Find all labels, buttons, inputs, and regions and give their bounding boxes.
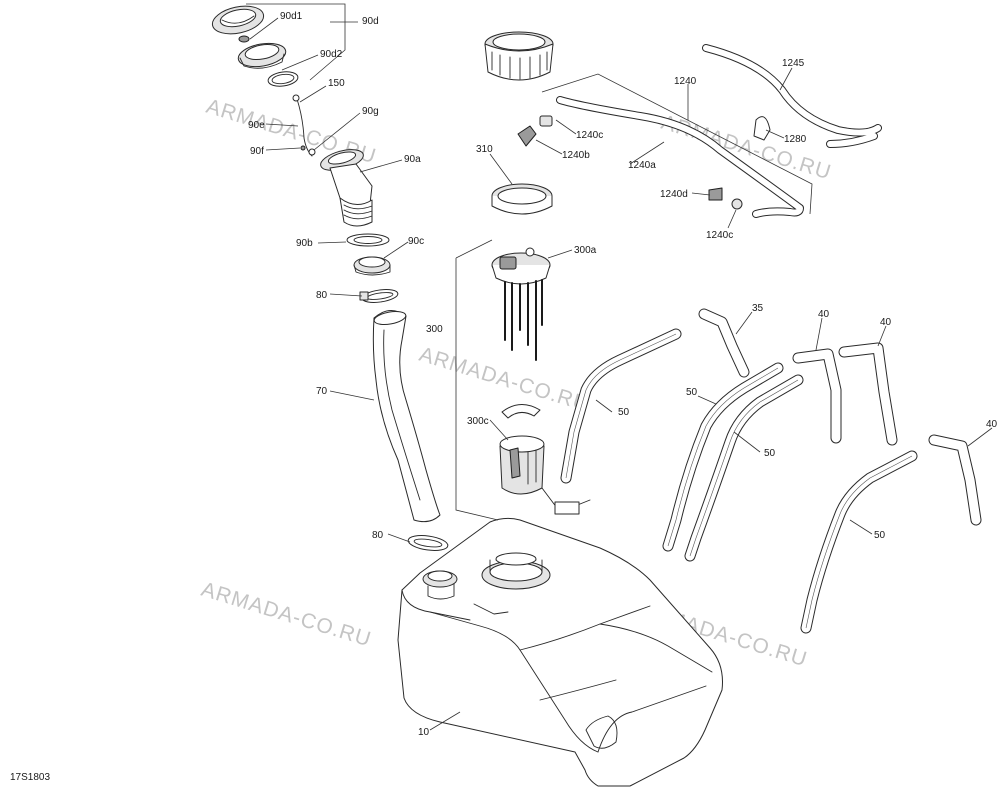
label-90d1: 90d1 — [280, 11, 303, 22]
label-300: 300 — [426, 324, 443, 335]
strap-50-c — [684, 374, 804, 562]
cap-90d2 — [237, 42, 299, 87]
fuel-cap-group — [211, 3, 449, 551]
strap-50-d — [800, 450, 918, 634]
strap-40-left — [792, 348, 842, 444]
label-1280: 1280 — [784, 134, 807, 145]
strap-40-right — [838, 342, 898, 446]
watermark-3: ARMADA-CO.RU — [417, 343, 593, 417]
watermark-4: ARMADA-CO.RU — [199, 578, 375, 652]
strap-50-b — [662, 362, 784, 552]
tether-150 — [292, 94, 316, 157]
pump-module-300c — [499, 404, 591, 515]
filler-neck-90a — [320, 149, 373, 227]
label-10: 10 — [418, 727, 430, 738]
label-80-top: 80 — [316, 290, 328, 301]
label-50-b: 50 — [686, 387, 698, 398]
clip-1280 — [753, 116, 771, 141]
label-35: 35 — [752, 303, 764, 314]
filler-hose-70 — [372, 310, 441, 523]
label-1240: 1240 — [674, 76, 697, 87]
label-80-bottom: 80 — [372, 530, 384, 541]
label-1240b: 1240b — [562, 150, 590, 161]
strap-40-far — [928, 434, 982, 526]
label-1240d: 1240d — [660, 189, 688, 200]
label-310: 310 — [476, 144, 493, 155]
lock-nut-90c — [353, 256, 391, 276]
label-50-c: 50 — [764, 448, 776, 459]
label-70: 70 — [316, 386, 328, 397]
label-90c: 90c — [408, 236, 424, 247]
seal-ring-310 — [491, 183, 553, 215]
label-300a: 300a — [574, 245, 597, 256]
fuel-tank-10 — [397, 517, 723, 787]
label-90d2: 90d2 — [320, 49, 343, 60]
fitting-1240d — [708, 187, 723, 201]
label-1245: 1245 — [782, 58, 805, 69]
label-1240a: 1240a — [628, 160, 656, 171]
label-40-right: 40 — [880, 317, 892, 328]
diagram-code: 17S1803 — [10, 772, 50, 783]
label-1240c-bottom: 1240c — [706, 230, 733, 241]
label-300c: 300c — [467, 416, 489, 427]
label-40-left: 40 — [818, 309, 830, 320]
fuel-pump-group — [455, 31, 591, 521]
tank-straps — [560, 308, 982, 634]
fitting-1240b — [517, 125, 537, 147]
cap-cover-90d1 — [211, 5, 265, 43]
pump-flange-300a — [491, 247, 551, 361]
label-1240c-top: 1240c — [576, 130, 603, 141]
part-labels: 90d1 90d 90d2 150 90e 90g 90f 90a 90b 90… — [248, 11, 998, 738]
label-90d: 90d — [362, 16, 379, 27]
fitting-1240c-top — [539, 115, 553, 127]
label-90f: 90f — [250, 146, 264, 157]
label-40-far: 40 — [986, 419, 998, 430]
label-90a: 90a — [404, 154, 421, 165]
leader-lines — [249, 17, 993, 731]
label-90g: 90g — [362, 106, 379, 117]
label-150: 150 — [328, 78, 345, 89]
label-90b: 90b — [296, 238, 313, 249]
hose-clamp-80-bottom — [407, 535, 449, 551]
seal-ring-90b — [346, 233, 390, 247]
hose-clamp-80-top — [359, 289, 399, 303]
strap-35 — [698, 308, 750, 378]
label-50-a: 50 — [618, 407, 630, 418]
label-50-d: 50 — [874, 530, 886, 541]
label-90e: 90e — [248, 120, 265, 131]
vent-hose-group — [517, 44, 882, 218]
strap-50-a — [560, 328, 682, 484]
lock-ring-top — [484, 31, 554, 81]
fitting-1240c-bottom — [731, 198, 743, 210]
